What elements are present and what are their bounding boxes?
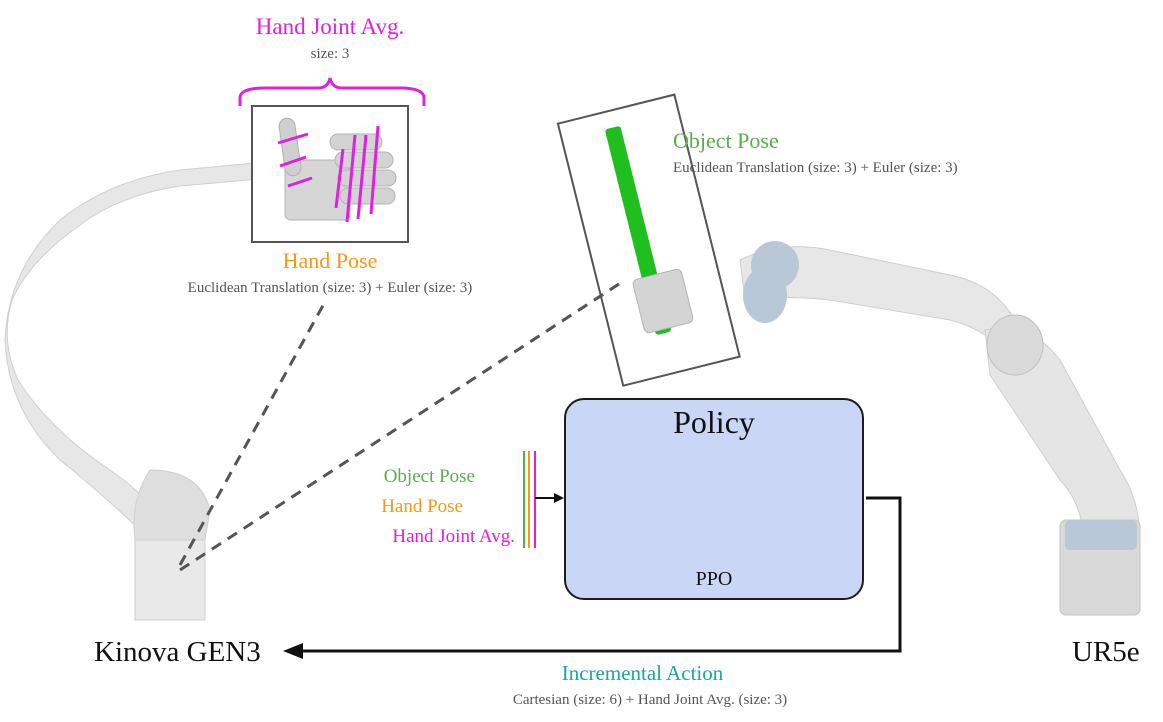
ur5e-arm: [739, 241, 1141, 616]
robot-label-ur5e: UR5e: [1072, 636, 1140, 668]
input-object-pose: Object Pose: [383, 466, 475, 487]
object-pose-title: Object Pose: [673, 128, 779, 153]
hand-pose-title: Hand Pose: [282, 248, 378, 273]
policy-title: Policy: [673, 404, 755, 440]
policy-algorithm: PPO: [695, 568, 733, 590]
hand-joint-brace: [238, 77, 426, 106]
robot-label-kinova: Kinova GEN3: [94, 636, 261, 668]
dashed-line-hand: [178, 299, 328, 566]
input-hand-joint: Hand Joint Avg.: [392, 526, 515, 547]
action-title: Incremental Action: [561, 661, 724, 685]
hand-joint-title: Hand Joint Avg.: [255, 14, 405, 39]
hand-pose-desc: Euclidean Translation (size: 3) + Euler …: [187, 280, 473, 296]
action-arrow: [283, 496, 902, 659]
object-pose-desc: Euclidean Translation (size: 3) + Euler …: [673, 160, 958, 176]
hand-inset: [251, 105, 409, 243]
action-desc: Cartesian (size: 6) + Hand Joint Avg. (s…: [512, 692, 788, 708]
object-inset: [556, 93, 741, 387]
input-hand-pose: Hand Pose: [381, 496, 463, 517]
hand-joint-size: size: 3: [310, 46, 350, 62]
kinova-arm: [4, 161, 283, 621]
dashed-line-object: [179, 280, 623, 572]
policy-box: [564, 398, 864, 600]
input-bus: [523, 451, 564, 548]
